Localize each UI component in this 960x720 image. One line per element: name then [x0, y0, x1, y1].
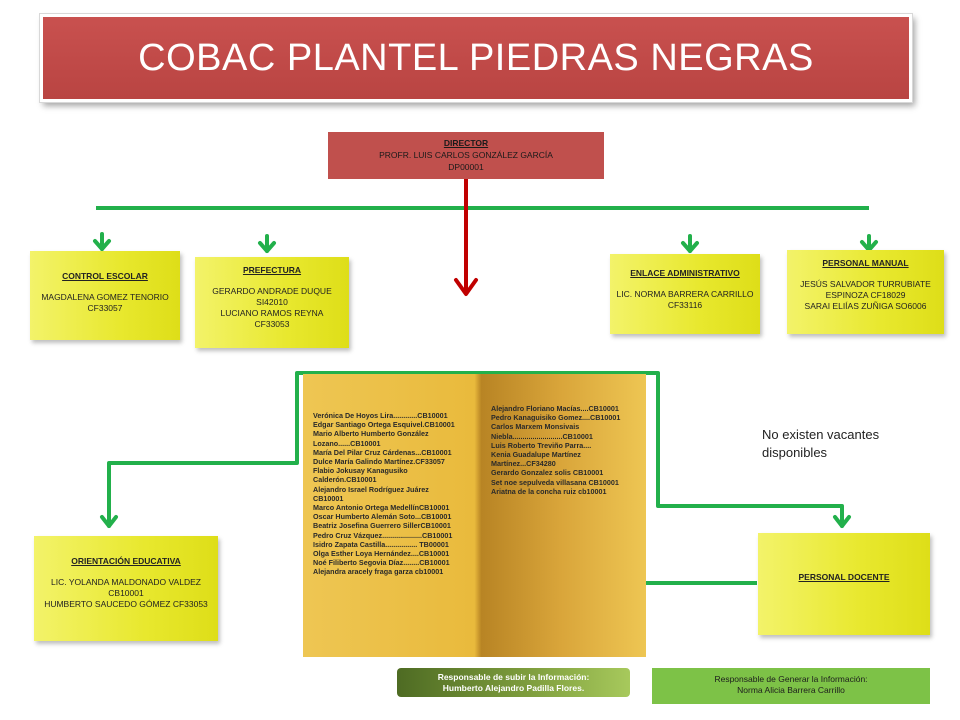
director-code: DP00001: [448, 162, 484, 172]
staff-entry: Marco Antonio Ortega MedellínCB10001: [313, 503, 450, 513]
prefectura-line: LUCIANO RAMOS REYNA: [220, 308, 324, 318]
responsable-generar-box: Responsable de Generar la Información: N…: [652, 668, 930, 704]
staff-panel: Verónica De Hoyos Lira............CB1000…: [303, 374, 646, 657]
personal-manual-line: ESPINOZA CF18029: [825, 290, 906, 300]
orientacion-educativa-line: HUMBERTO SAUCEDO GÓMEZ CF33053: [44, 599, 208, 609]
staff-entry: Alejandro Floriano Macías....CB10001: [491, 404, 619, 413]
connector-to-orientacion: [100, 371, 482, 528]
staff-entry: Alejandro Israel Rodríguez Juárez: [313, 484, 429, 494]
staff-list-left: Verónica De Hoyos Lira............CB1000…: [313, 411, 478, 577]
responsable-subir-box: Responsable de subir la Información: Hum…: [397, 668, 630, 697]
prefectura-box: PREFECTURA GERARDO ANDRADE DUQUE SI42010…: [195, 257, 349, 348]
staff-entry: Calderón.CB10001: [313, 475, 377, 485]
personal-manual-line: SARAI ELIÍAS ZUÑIGA SO6006: [804, 301, 927, 311]
staff-entry: Ariatna de la concha ruiz cb10001: [491, 486, 607, 496]
staff-entry: Gerardo Gonzalez solis CB10001: [491, 468, 604, 478]
control-escolar-box: CONTROL ESCOLAR MAGDALENA GOMEZ TENORIO …: [30, 251, 180, 340]
personal-manual-box: PERSONAL MANUAL JESÚS SALVADOR TURRUBIAT…: [787, 250, 944, 334]
orientacion-educativa-line: LIC. YOLANDA MALDONADO VALDEZ: [51, 577, 201, 587]
staff-entry: Beatriz Josefina Guerrero SillerCB10001: [313, 521, 451, 531]
director-arrowhead: [454, 278, 478, 296]
personal-manual-line: JESÚS SALVADOR TURRUBIATE: [800, 279, 931, 289]
staff-entry: Noé Filiberto Segovia Díaz........CB1000…: [313, 558, 450, 568]
connector-to-personal-docente: [478, 371, 851, 528]
director-name: PROFR. LUIS CARLOS GONZÁLEZ GARCÍA: [379, 150, 553, 160]
personal-docente-title: PERSONAL DOCENTE: [798, 572, 890, 582]
staff-entry: Martínez...CF34280: [491, 459, 556, 469]
prefectura-line: GERARDO ANDRADE DUQUE: [212, 286, 332, 296]
staff-entry: Flabio Jokusay Kanagusiko: [313, 466, 408, 476]
director-title: DIRECTOR: [443, 138, 489, 148]
personal-docente-box: PERSONAL DOCENTE: [758, 533, 930, 635]
control-escolar-line: CF33057: [87, 303, 123, 313]
enlace-administrativo-line: CF33116: [667, 300, 703, 310]
orientacion-educativa-box: ORIENTACIÓN EDUCATIVA LIC. YOLANDA MALDO…: [34, 536, 218, 641]
arrow-to-prefectura: [258, 234, 276, 253]
prefectura-line: CF33053: [254, 319, 290, 329]
arrow-to-control-escolar: [93, 232, 111, 251]
control-escolar-title: CONTROL ESCOLAR: [62, 271, 148, 281]
staff-entry: María Del Pilar Cruz Cárdenas...CB10001: [313, 447, 452, 457]
no-vacantes-note: No existen vacantes disponibles: [762, 427, 880, 460]
arrow-to-enlace: [681, 234, 699, 253]
staff-entry: Dulce María Galindo Martínez.CF33057: [313, 457, 445, 467]
staff-entry: Alejandra aracely fraga garza cb10001: [313, 567, 444, 577]
staff-entry: Isidro Zapata Castilla................ T…: [313, 539, 449, 549]
control-escolar-line: MAGDALENA GOMEZ TENORIO: [41, 292, 169, 302]
orientacion-educativa-line: CB10001: [108, 588, 144, 598]
staff-entry: Edgar Santiago Ortega Esquivel.CB10001: [313, 420, 455, 430]
staff-entry: Carlos Marxem Monsivais: [491, 422, 580, 432]
staff-list-right: Alejandro Floriano Macías....CB10001 Ped…: [491, 404, 641, 496]
title-banner: COBAC PLANTEL PIEDRAS NEGRAS: [40, 14, 912, 102]
staff-entry: Oscar Humberto Alemán Soto...CB10001: [313, 512, 452, 522]
staff-entry: Kenia Guadalupe Martínez: [491, 450, 581, 460]
staff-entry: Verónica De Hoyos Lira............CB1000…: [313, 411, 448, 420]
page-title: COBAC PLANTEL PIEDRAS NEGRAS: [138, 36, 814, 79]
staff-entry: Lozano......CB10001: [313, 438, 381, 448]
prefectura-line: SI42010: [256, 297, 288, 307]
responsable-generar-label: Responsable de Generar la Información:: [714, 674, 868, 684]
staff-entry: Luis Roberto Treviño Parra....: [491, 440, 592, 450]
orientacion-educativa-title: ORIENTACIÓN EDUCATIVA: [71, 556, 181, 566]
enlace-administrativo-title: ENLACE ADMINISTRATIVO: [630, 268, 740, 278]
director-box: DIRECTOR PROFR. LUIS CARLOS GONZÁLEZ GAR…: [328, 132, 604, 179]
prefectura-title: PREFECTURA: [242, 265, 302, 275]
personal-manual-title: PERSONAL MANUAL: [822, 258, 909, 268]
staff-entry: Niebla.........................CB10001: [491, 431, 593, 441]
arrow-to-personal-manual: [860, 234, 878, 252]
staff-entry: CB10001: [313, 493, 344, 503]
enlace-administrativo-box: ENLACE ADMINISTRATIVO LIC. NORMA BARRERA…: [610, 254, 760, 334]
responsable-generar-name: Norma Alicia Barrera Carrillo: [737, 685, 845, 695]
staff-entry: Pedro Cruz Vázquez....................CB…: [313, 530, 453, 540]
staff-entry: Olga Esther Loya Hernández....CB10001: [313, 549, 450, 559]
staff-entry: Pedro Kanaguisiko Gomez....CB10001: [491, 413, 621, 423]
staff-entry: Mario Alberto Humberto González: [313, 429, 429, 439]
staff-entry: Set noe sepulveda villasana CB10001: [491, 477, 619, 487]
responsable-subir-label: Responsable de subir la Información:: [437, 672, 590, 682]
responsable-subir-name: Humberto Alejandro Padilla Flores.: [442, 683, 585, 693]
enlace-administrativo-line: LIC. NORMA BARRERA CARRILLO: [616, 289, 754, 299]
